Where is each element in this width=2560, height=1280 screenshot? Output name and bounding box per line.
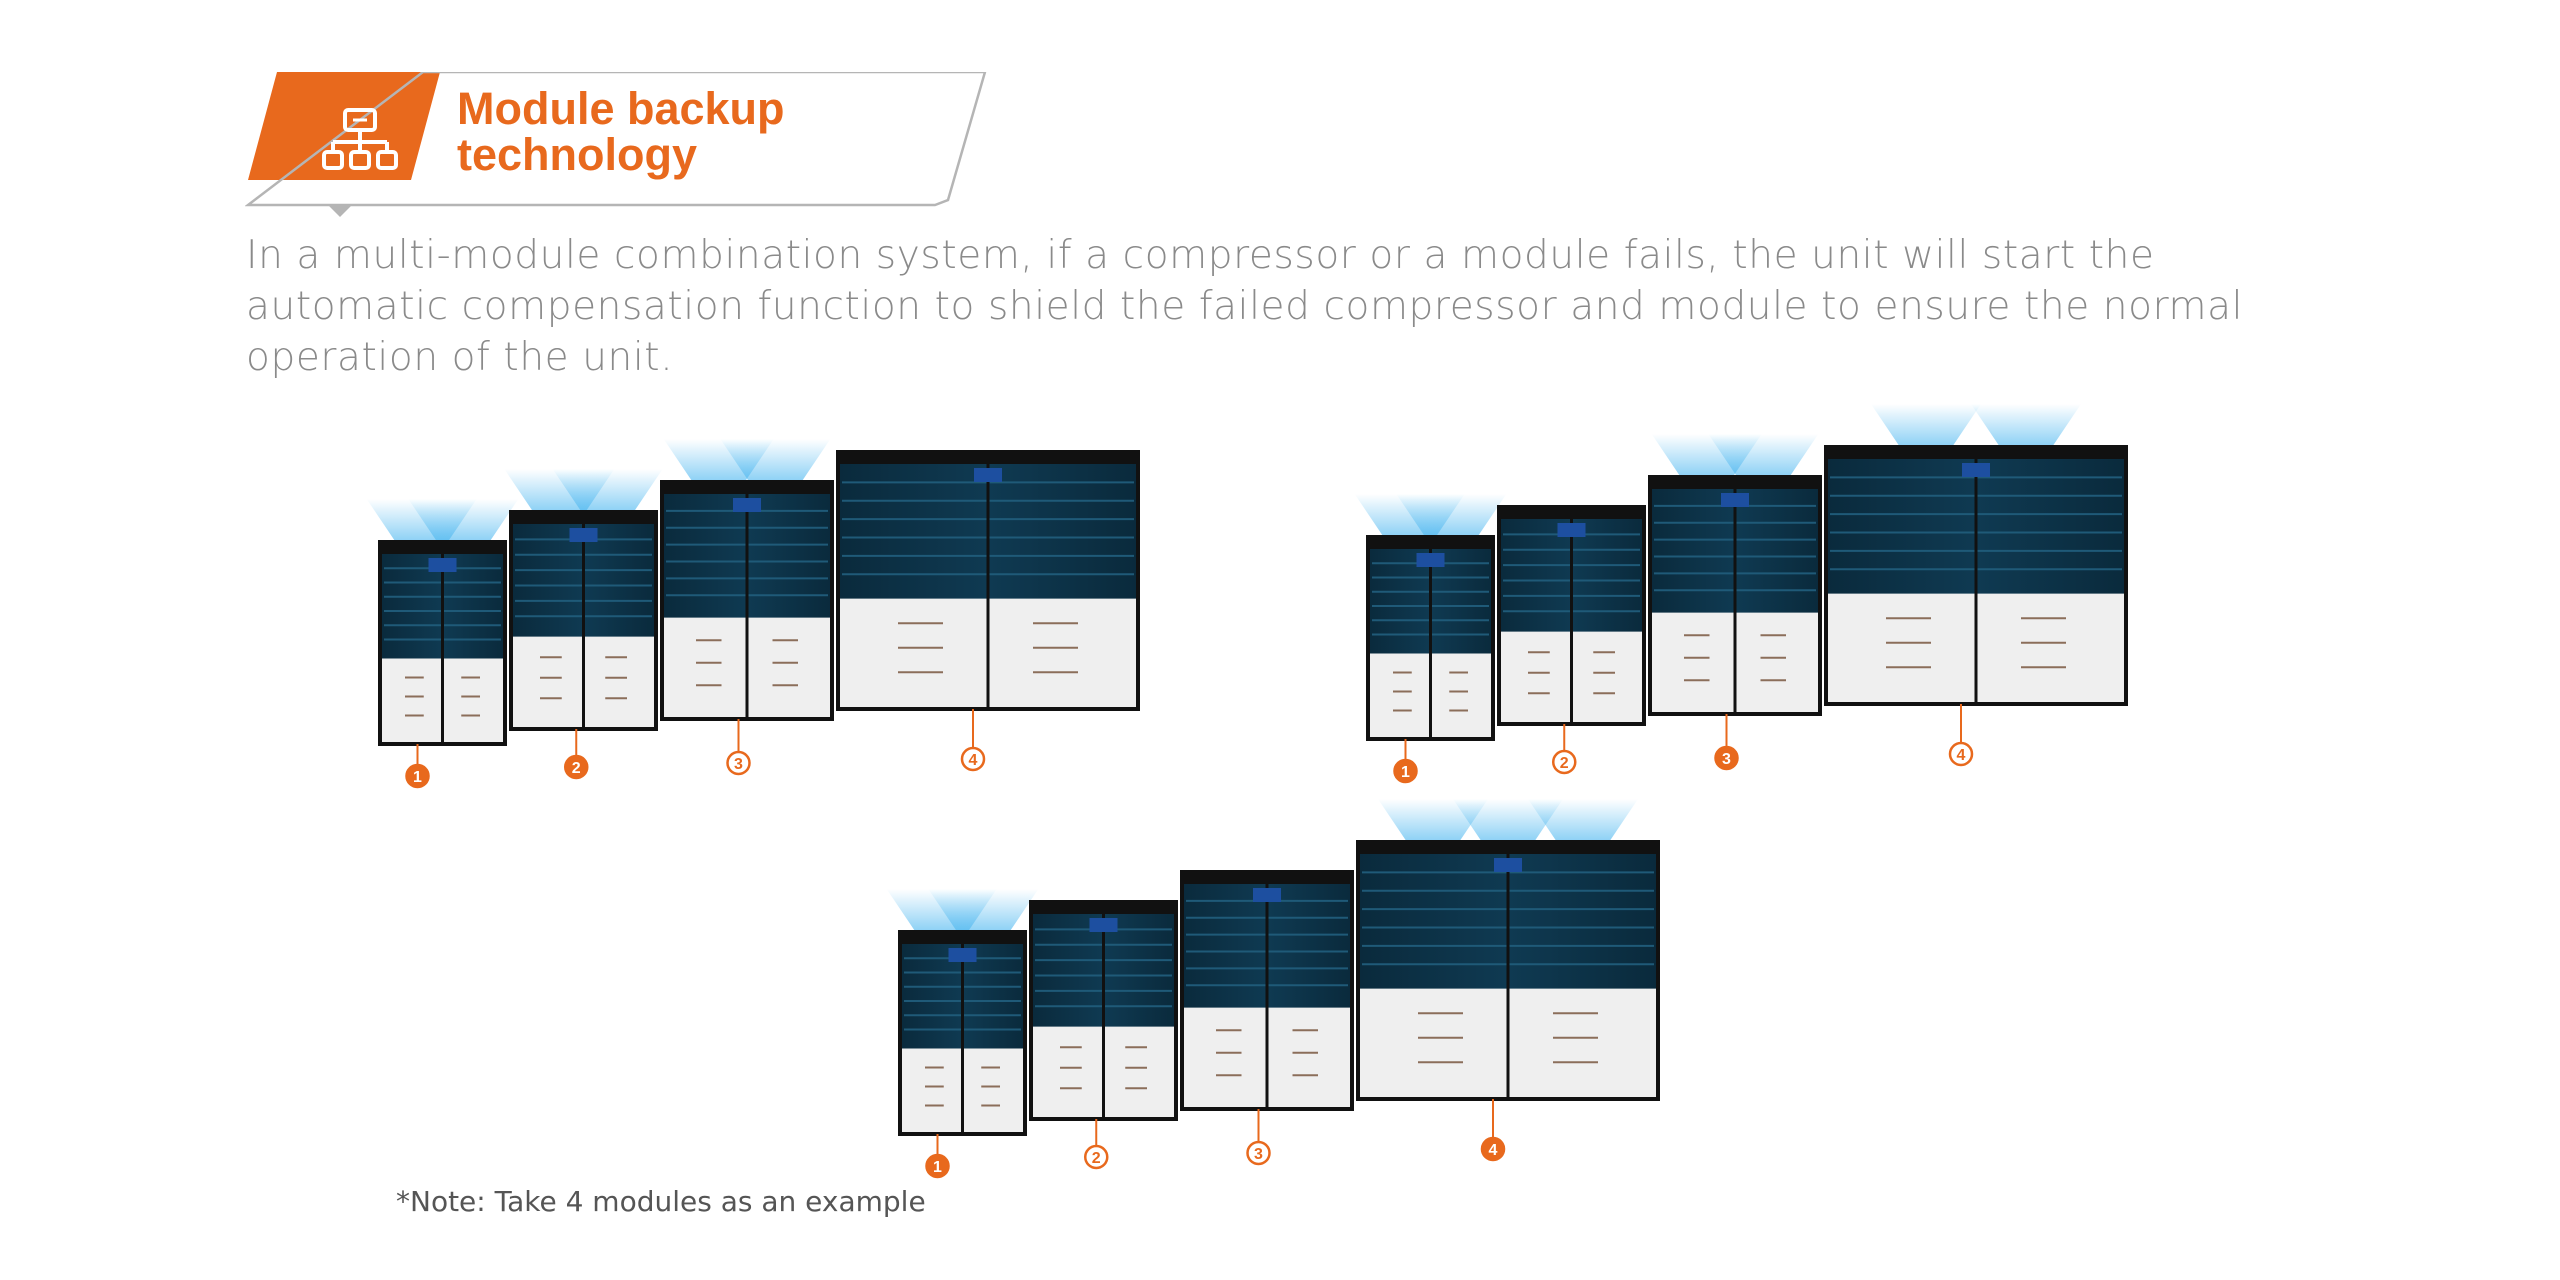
module-marker-label: 1	[1401, 764, 1410, 781]
description-text: In a multi-module combination system, if…	[246, 233, 2244, 380]
module-marker	[726, 750, 751, 776]
module-marker-label: 4	[1957, 747, 1966, 764]
airflow-cone	[720, 439, 831, 494]
unit-group-top-right: 1 2 3 4	[1354, 404, 2128, 790]
fan-strip	[838, 452, 1138, 466]
module-marker-label: 4	[1489, 1142, 1498, 1159]
module-marker-label: 3	[1722, 751, 1731, 768]
fan-strip	[1826, 447, 2126, 461]
unit-array-svg: 1 2 3 4	[366, 439, 1140, 789]
brand-badge	[1416, 553, 1445, 567]
module-marker	[960, 746, 986, 772]
module-marker	[1948, 741, 1974, 767]
fan-strip	[1182, 872, 1352, 886]
title-line-1: Module backup	[457, 83, 785, 134]
unit-array-svg: 1 2 3 4	[1354, 404, 2128, 784]
airflow-cone	[1871, 404, 1981, 459]
fan-strip	[1368, 537, 1493, 551]
module-marker-label: 2	[1092, 1150, 1101, 1167]
unit-array-svg: 1 2 3 4	[886, 799, 1660, 1179]
module-marker-label: 3	[1254, 1146, 1263, 1163]
brand-badge	[733, 498, 761, 512]
airflow-cone	[1971, 404, 2081, 459]
brand-badge	[1962, 463, 1990, 477]
airflow-cone	[552, 469, 663, 524]
brand-badge	[569, 528, 598, 542]
module-marker	[1480, 1136, 1506, 1162]
module-marker-label: 2	[572, 760, 581, 777]
brand-badge	[948, 948, 977, 962]
airflow-cone	[1378, 799, 1488, 854]
brand-badge	[428, 558, 457, 572]
example-note: *Note: Take 4 modules as an example	[396, 1185, 926, 1218]
brand-badge	[974, 468, 1002, 482]
title-line-2: technology	[457, 129, 698, 180]
airflow-cone	[1396, 494, 1507, 549]
airflow-cone	[1528, 799, 1638, 854]
header-pointer	[328, 205, 352, 217]
module-marker-label: 1	[933, 1159, 942, 1176]
fan-strip	[900, 932, 1025, 946]
module-marker	[405, 763, 430, 789]
module-marker	[925, 1153, 950, 1179]
fan-strip	[662, 482, 832, 496]
brand-badge	[1721, 493, 1749, 507]
brand-badge	[1253, 888, 1281, 902]
fan-strip	[1031, 902, 1176, 916]
network-hierarchy-icon	[303, 88, 413, 198]
fan-strip	[1499, 507, 1644, 521]
fan-strip	[1358, 842, 1658, 856]
module-marker	[564, 754, 589, 780]
module-marker	[1552, 749, 1577, 775]
fan-strip	[380, 542, 505, 556]
module-marker-label: 4	[969, 752, 978, 769]
header-outline	[245, 72, 987, 207]
fan-strip	[511, 512, 656, 526]
module-marker	[1246, 1140, 1271, 1166]
airflow-cone	[928, 889, 1039, 944]
section-header: Module backup technology	[245, 72, 995, 222]
module-marker-label: 1	[413, 769, 422, 786]
module-marker	[1084, 1144, 1109, 1170]
airflow-cone	[1453, 799, 1563, 854]
brand-badge	[1494, 858, 1522, 872]
page-title: Module backup technology	[457, 86, 937, 178]
module-marker	[1714, 745, 1739, 771]
module-marker-label: 2	[1560, 755, 1569, 772]
brand-badge	[1089, 918, 1118, 932]
unit-group-bottom: 1 2 3 4	[886, 799, 1660, 1185]
module-marker-label: 3	[734, 756, 743, 773]
brand-badge	[1557, 523, 1586, 537]
airflow-cone	[1708, 434, 1819, 489]
module-marker	[1393, 758, 1418, 784]
fan-strip	[1650, 477, 1820, 491]
airflow-cone	[408, 499, 519, 554]
unit-group-top-left: 1 2 3 4	[366, 410, 1140, 795]
